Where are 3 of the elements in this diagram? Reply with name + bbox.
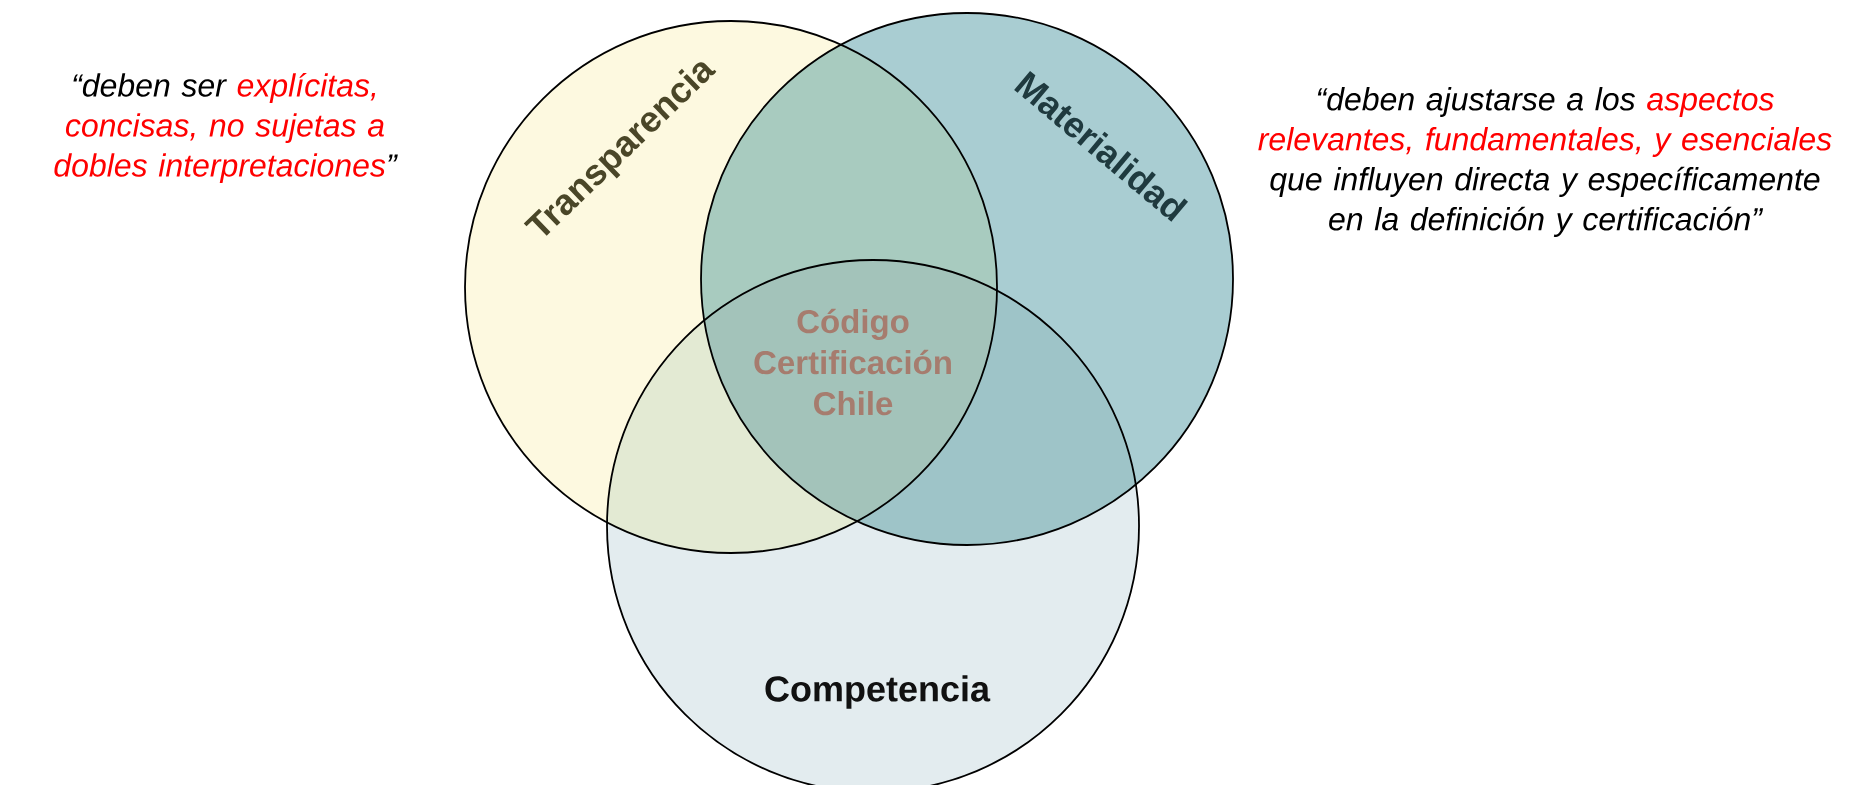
quote-text: “deben ajustarse a los aspectos relevantes, fundamentales, y esenciales que influyen directa y específicamente en la definición y certificación” — [1258, 87, 1832, 237]
quote-text: “deben ser explícitas, concisas, no sujetas a dobles interpretaciones” — [54, 72, 398, 184]
center-label: Código Certificación Chile — [754, 308, 951, 416]
